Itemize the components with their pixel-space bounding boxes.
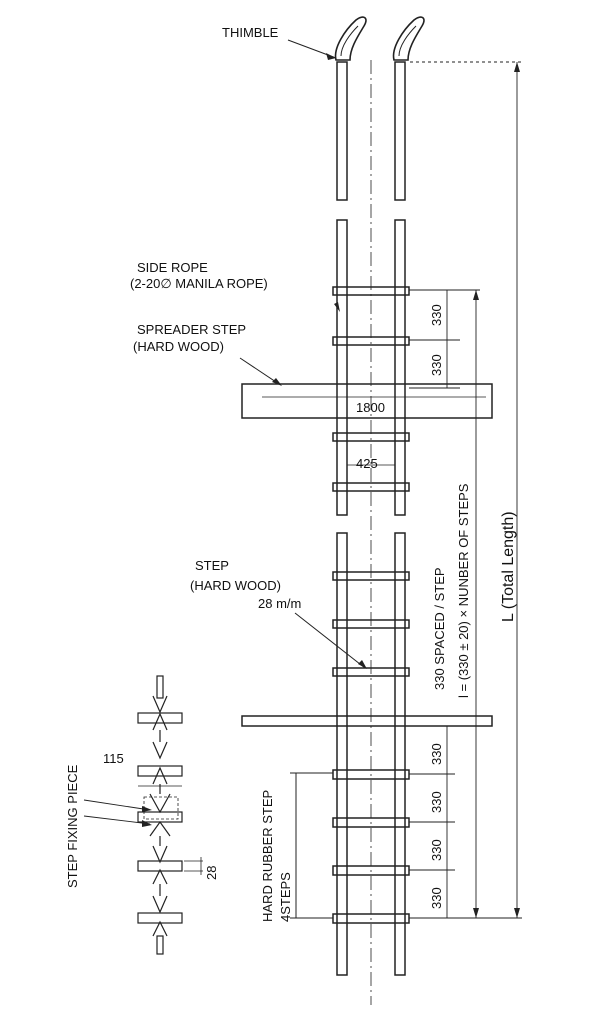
dim-1800: 1800 bbox=[356, 400, 385, 415]
spreader-step-material: (HARD WOOD) bbox=[133, 339, 224, 354]
side-rope-label: SIDE ROPE bbox=[137, 260, 208, 275]
step-material: (HARD WOOD) bbox=[190, 578, 281, 593]
dim-chain-lower bbox=[409, 725, 455, 919]
hard-rubber-count: 4STEPS bbox=[278, 872, 293, 922]
dim-330-upper-2: 330 bbox=[429, 354, 444, 376]
spreader-step-top bbox=[241, 383, 493, 419]
side-rope-spec: (2-20∅ MANILA ROPE) bbox=[130, 276, 268, 291]
dim-330-lower-4: 330 bbox=[429, 887, 444, 909]
thimble-label: THIMBLE bbox=[222, 25, 279, 40]
dim-28: 28 bbox=[204, 866, 219, 880]
dim-115: 115 bbox=[103, 751, 124, 766]
ladder-steps-lower bbox=[332, 571, 410, 677]
step-label: STEP bbox=[195, 558, 229, 573]
dim-330-lower-3: 330 bbox=[429, 839, 444, 861]
dim-330-lower-1: 330 bbox=[429, 743, 444, 765]
side-rope-right-mid bbox=[394, 219, 406, 516]
dim-425: 425 bbox=[356, 456, 378, 471]
hard-rubber-label: HARD RUBBER STEP bbox=[260, 790, 275, 922]
thimble-right bbox=[392, 16, 425, 61]
formula-label: l = (330 ± 20) × NUNBER OF STEPS bbox=[456, 483, 471, 698]
side-rope-left-bottom bbox=[336, 532, 348, 976]
dim-330-upper-1: 330 bbox=[429, 304, 444, 326]
dim-total-length bbox=[410, 61, 522, 919]
spreader-step-label: SPREADER STEP bbox=[137, 322, 246, 337]
total-length-label: L (Total Length) bbox=[500, 511, 517, 622]
side-rope-left-mid bbox=[336, 219, 348, 516]
spreader-step-bottom bbox=[241, 715, 493, 727]
dim-330-lower-2: 330 bbox=[429, 791, 444, 813]
side-rope-right-bottom bbox=[394, 532, 406, 976]
spaced-label: 330 SPACED / STEP bbox=[432, 567, 447, 690]
ladder-steps-upper bbox=[332, 286, 410, 492]
side-rope-right-top bbox=[394, 61, 406, 201]
thimble-left bbox=[334, 16, 367, 61]
side-rope-left-top bbox=[336, 61, 348, 201]
hard-rubber-steps bbox=[332, 769, 410, 924]
step-fixing-piece-label: STEP FIXING PIECE bbox=[65, 764, 80, 888]
step-size: 28 m/m bbox=[258, 596, 301, 611]
step-fixing-piece-detail bbox=[83, 675, 203, 955]
